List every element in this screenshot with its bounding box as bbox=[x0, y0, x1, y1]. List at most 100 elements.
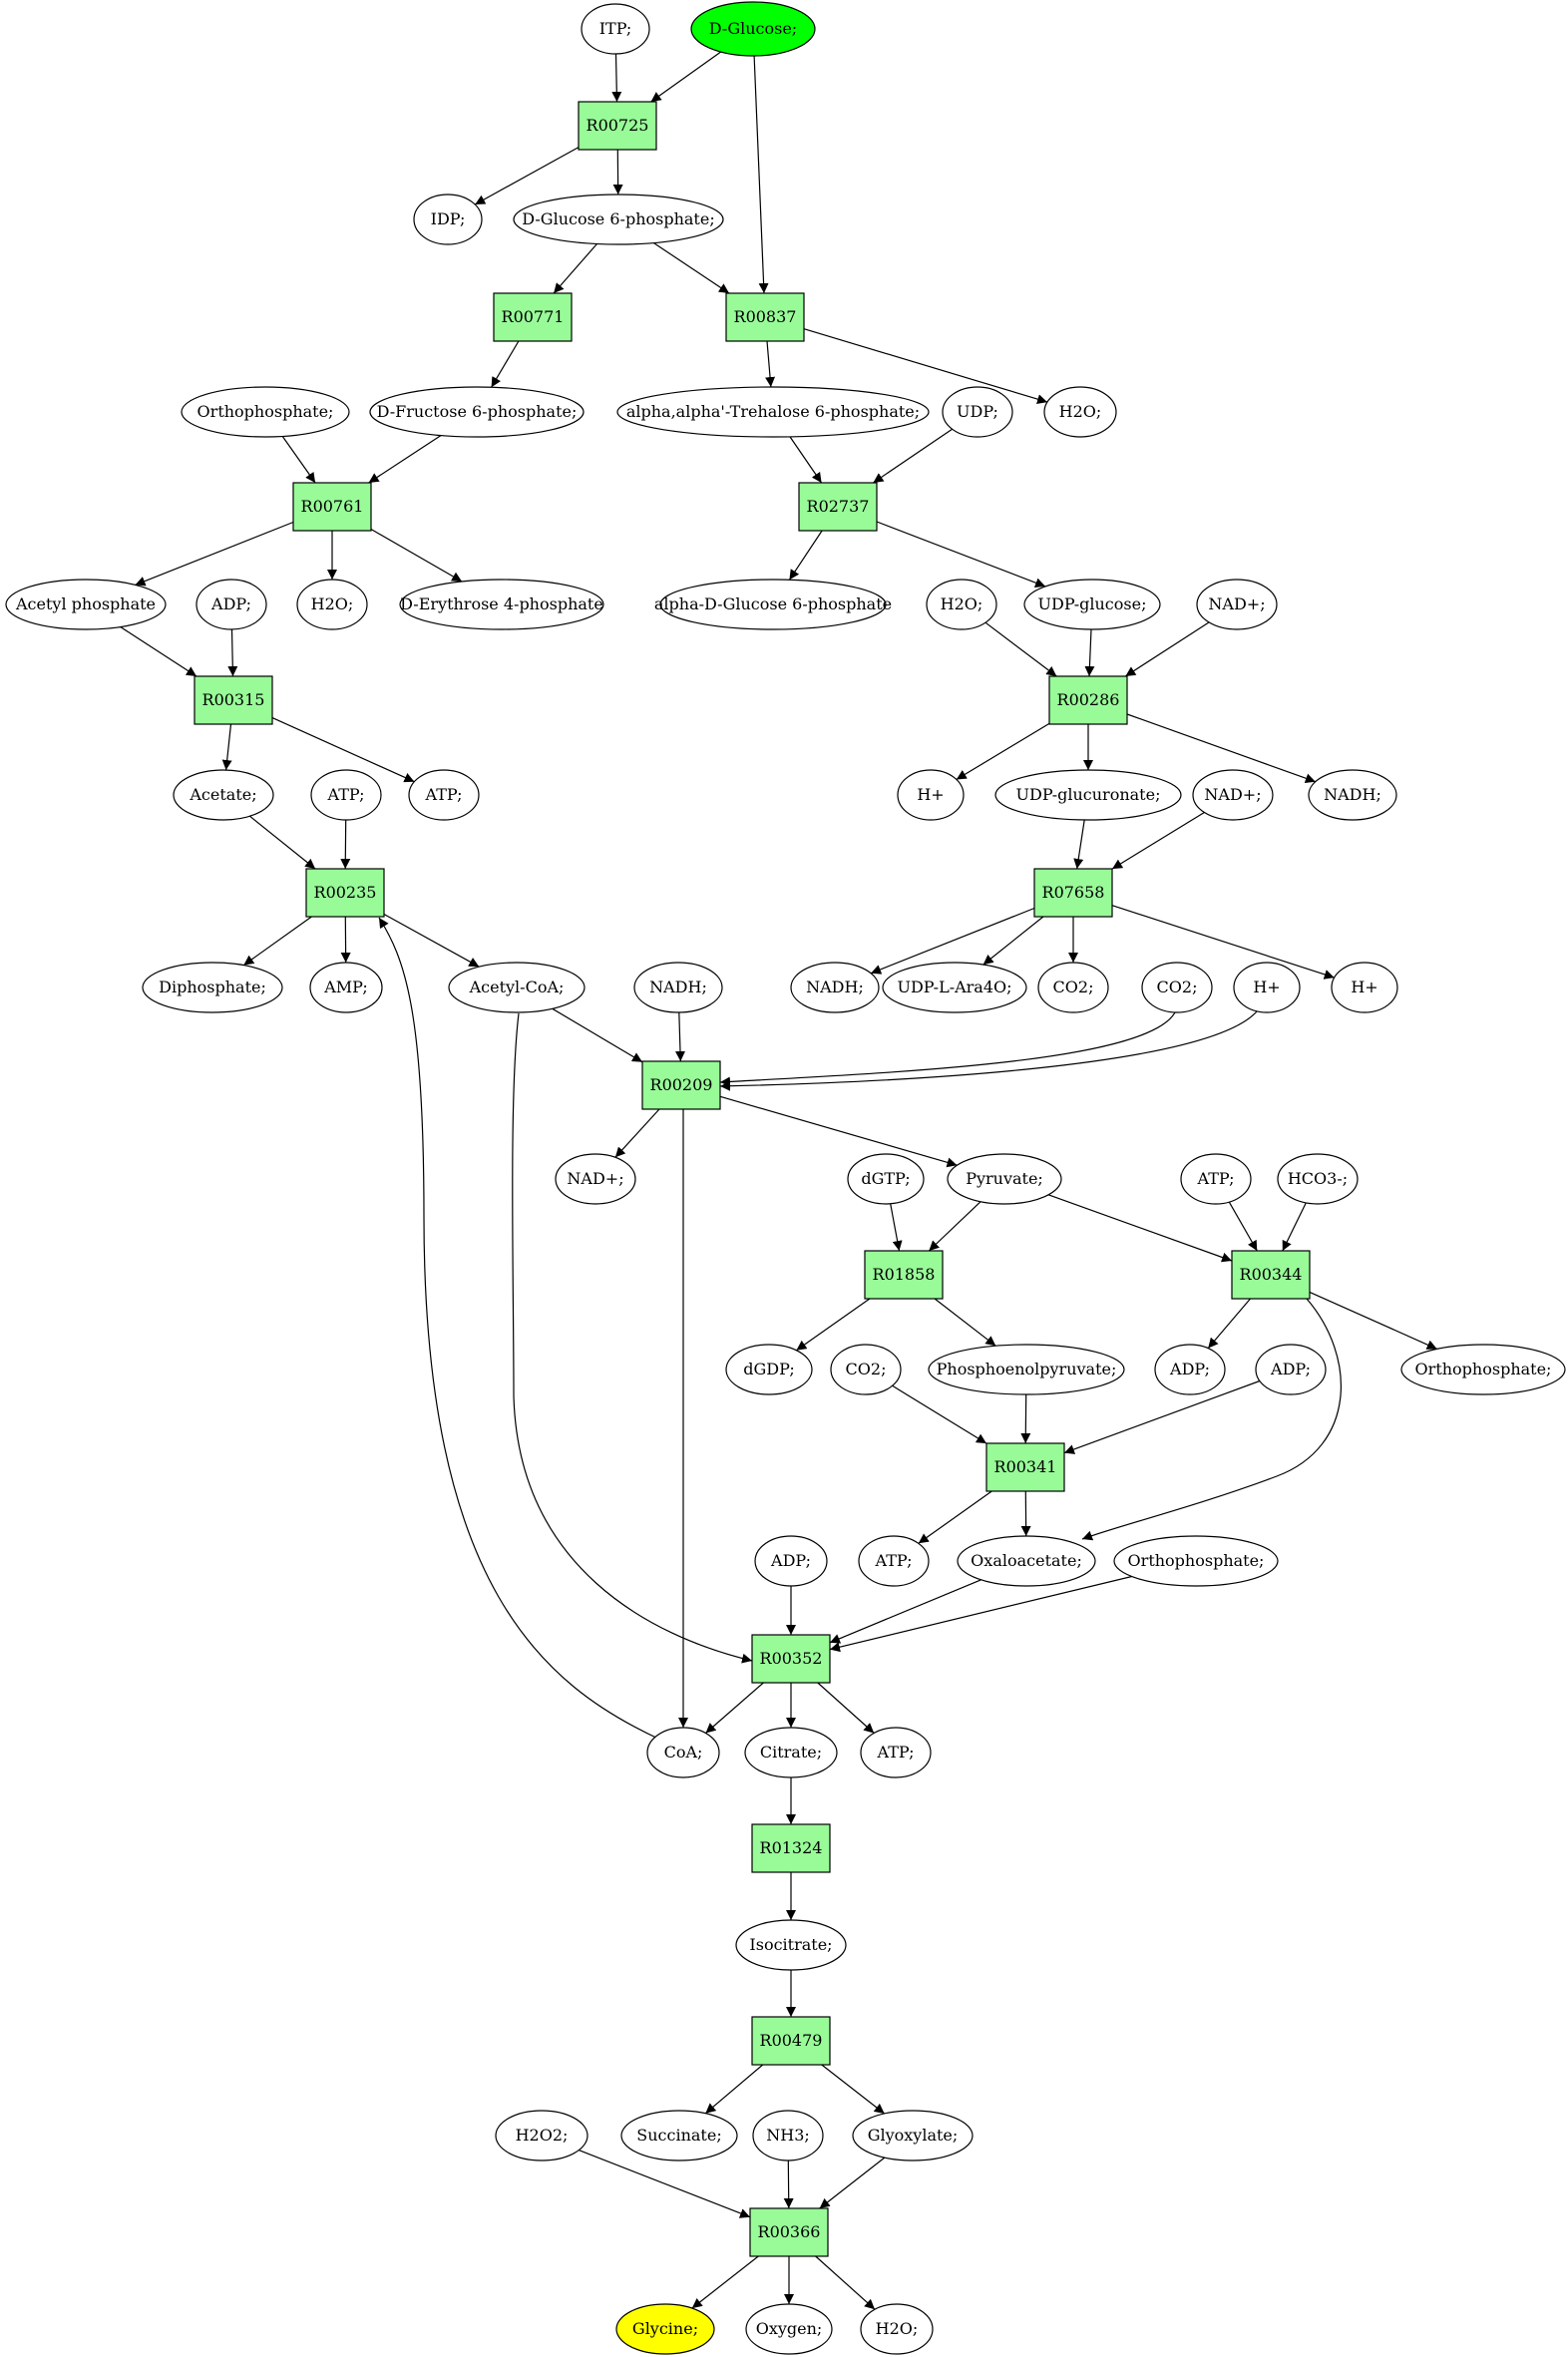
compound-ellipse bbox=[745, 2303, 833, 2355]
node-label: NAD+; bbox=[1204, 785, 1261, 804]
compound-ellipse bbox=[1400, 1344, 1566, 1395]
node-label: R00771 bbox=[502, 307, 565, 326]
compound-ellipse bbox=[725, 1344, 813, 1395]
compound-node-hco3: HCO3-; bbox=[1277, 1153, 1359, 1205]
edge-pyruvate-to-r01858 bbox=[928, 1201, 981, 1252]
node-label: Orthophosphate; bbox=[1128, 1551, 1265, 1570]
reaction-node-r00315: R00315 bbox=[194, 675, 273, 725]
edge-h2o_c-to-r00286 bbox=[984, 621, 1057, 677]
compound-node-acetylp: Acetyl phosphate bbox=[5, 579, 167, 630]
compound-ellipse bbox=[296, 579, 368, 630]
node-label: NADH; bbox=[1324, 785, 1381, 804]
compound-ellipse bbox=[942, 386, 1013, 438]
compound-ellipse bbox=[633, 962, 723, 1013]
compound-node-ortho1: Orthophosphate; bbox=[181, 386, 350, 438]
node-label: R01858 bbox=[873, 1265, 936, 1284]
compound-ellipse bbox=[852, 2110, 974, 2161]
node-label: D-Fructose 6-phosphate; bbox=[377, 402, 578, 421]
node-label: ATP; bbox=[327, 785, 365, 804]
node-label: R00352 bbox=[760, 1649, 823, 1668]
node-label: R00479 bbox=[760, 2031, 823, 2050]
edge-co2b-to-r00209 bbox=[719, 1011, 1176, 1087]
node-label: dGTP; bbox=[861, 1169, 910, 1188]
compound-node-udp: UDP; bbox=[942, 386, 1013, 438]
edge-r00761-to-acetylp bbox=[135, 521, 294, 587]
compound-node-h2o_a: H2O; bbox=[1043, 386, 1117, 438]
compound-node-f6p: D-Fructose 6-phosphate; bbox=[369, 386, 585, 438]
compound-ellipse bbox=[1331, 962, 1398, 1013]
reaction-node-r00771: R00771 bbox=[493, 292, 573, 342]
compound-node-hplus3: H+ bbox=[1331, 962, 1398, 1013]
node-label: H+ bbox=[917, 785, 944, 804]
edge-adp1-to-r00315 bbox=[227, 628, 238, 677]
compound-node-co2b: CO2; bbox=[1141, 962, 1213, 1013]
compound-node-atp2: ATP; bbox=[408, 769, 480, 821]
compound-ellipse bbox=[310, 769, 382, 821]
reaction-box bbox=[1048, 675, 1128, 725]
compound-node-co2c: CO2; bbox=[830, 1344, 902, 1395]
compound-ellipse bbox=[735, 1919, 847, 1971]
node-label: ITP; bbox=[599, 19, 632, 38]
edge-r00209-to-pyruvate bbox=[719, 1095, 958, 1168]
reaction-box bbox=[725, 292, 805, 342]
edge-atp1-to-r00235 bbox=[340, 819, 351, 870]
compound-node-pyruvate: Pyruvate; bbox=[947, 1153, 1062, 1205]
compound-ellipse bbox=[994, 769, 1182, 821]
reaction-box bbox=[751, 2016, 831, 2066]
node-label: NH3; bbox=[766, 2126, 810, 2145]
edge-r00761-to-e4p bbox=[370, 528, 463, 583]
compound-node-ortho3: Orthophosphate; bbox=[1113, 1535, 1279, 1587]
compound-node-nad1: NAD+; bbox=[1196, 579, 1278, 630]
edge-acetate-to-r00235 bbox=[249, 815, 316, 870]
compound-ellipse bbox=[1043, 386, 1117, 438]
compound-ellipse bbox=[897, 769, 965, 821]
node-label: ADP; bbox=[210, 594, 251, 613]
compound-node-dglucose: D-Glucose; bbox=[690, 1, 816, 57]
edge-r00479-to-succinate bbox=[704, 2064, 764, 2115]
node-label: R00837 bbox=[734, 307, 797, 326]
node-label: Orthophosphate; bbox=[197, 402, 334, 421]
compound-ellipse bbox=[860, 1727, 932, 1778]
node-label: CO2; bbox=[1157, 978, 1198, 996]
edge-r00286-to-hplus1 bbox=[956, 722, 1050, 781]
compound-node-h2o_c: H2O; bbox=[926, 579, 997, 630]
compound-node-adp4: ADP; bbox=[754, 1535, 828, 1587]
node-label: UDP-glucose; bbox=[1038, 594, 1147, 613]
compound-node-oxaloacetate: Oxaloacetate; bbox=[957, 1535, 1096, 1587]
node-label: H2O2; bbox=[516, 2126, 569, 2145]
edge-t6p-to-r02737 bbox=[789, 436, 823, 484]
node-label: Oxygen; bbox=[756, 2319, 823, 2338]
reaction-node-r00725: R00725 bbox=[578, 101, 657, 151]
reaction-node-r00352: R00352 bbox=[751, 1634, 831, 1684]
compound-node-adg6p: alpha-D-Glucose 6-phosphate bbox=[654, 579, 892, 630]
compound-ellipse bbox=[173, 769, 274, 821]
edge-udpglcua-to-r07658 bbox=[1073, 819, 1085, 870]
compound-ellipse bbox=[448, 962, 586, 1013]
reaction-node-r00235: R00235 bbox=[305, 868, 385, 918]
compound-node-dgdp: dGDP; bbox=[725, 1344, 813, 1395]
compound-node-adp2: ADP; bbox=[1154, 1344, 1226, 1395]
compound-ellipse bbox=[581, 3, 650, 55]
compound-ellipse bbox=[926, 579, 997, 630]
compound-node-h2o_b: H2O; bbox=[296, 579, 368, 630]
node-label: Acetyl-CoA; bbox=[469, 978, 565, 996]
node-label: R00366 bbox=[758, 2222, 821, 2241]
edge-r00771-to-f6p bbox=[491, 340, 520, 388]
edge-g6p-to-r00837 bbox=[652, 242, 730, 294]
compound-ellipse bbox=[408, 769, 480, 821]
node-label: dGDP; bbox=[743, 1360, 794, 1378]
compound-node-atp3: ATP; bbox=[1180, 1153, 1252, 1205]
node-label: H2O; bbox=[876, 2319, 919, 2338]
compound-ellipse bbox=[1037, 962, 1109, 1013]
edge-ortho1-to-r00761 bbox=[281, 436, 316, 484]
compound-node-adp1: ADP; bbox=[196, 579, 267, 630]
compound-node-amp: AMP; bbox=[309, 962, 383, 1013]
compound-node-dgtp: dGTP; bbox=[847, 1153, 925, 1205]
edge-nad1-to-r00286 bbox=[1124, 621, 1210, 677]
compound-ellipse bbox=[1180, 1153, 1252, 1205]
edge-r00344-to-adp2 bbox=[1207, 1298, 1251, 1349]
reaction-node-r00209: R00209 bbox=[641, 1060, 721, 1110]
node-label: ATP; bbox=[875, 1551, 913, 1570]
reaction-node-r00366: R00366 bbox=[749, 2207, 829, 2257]
